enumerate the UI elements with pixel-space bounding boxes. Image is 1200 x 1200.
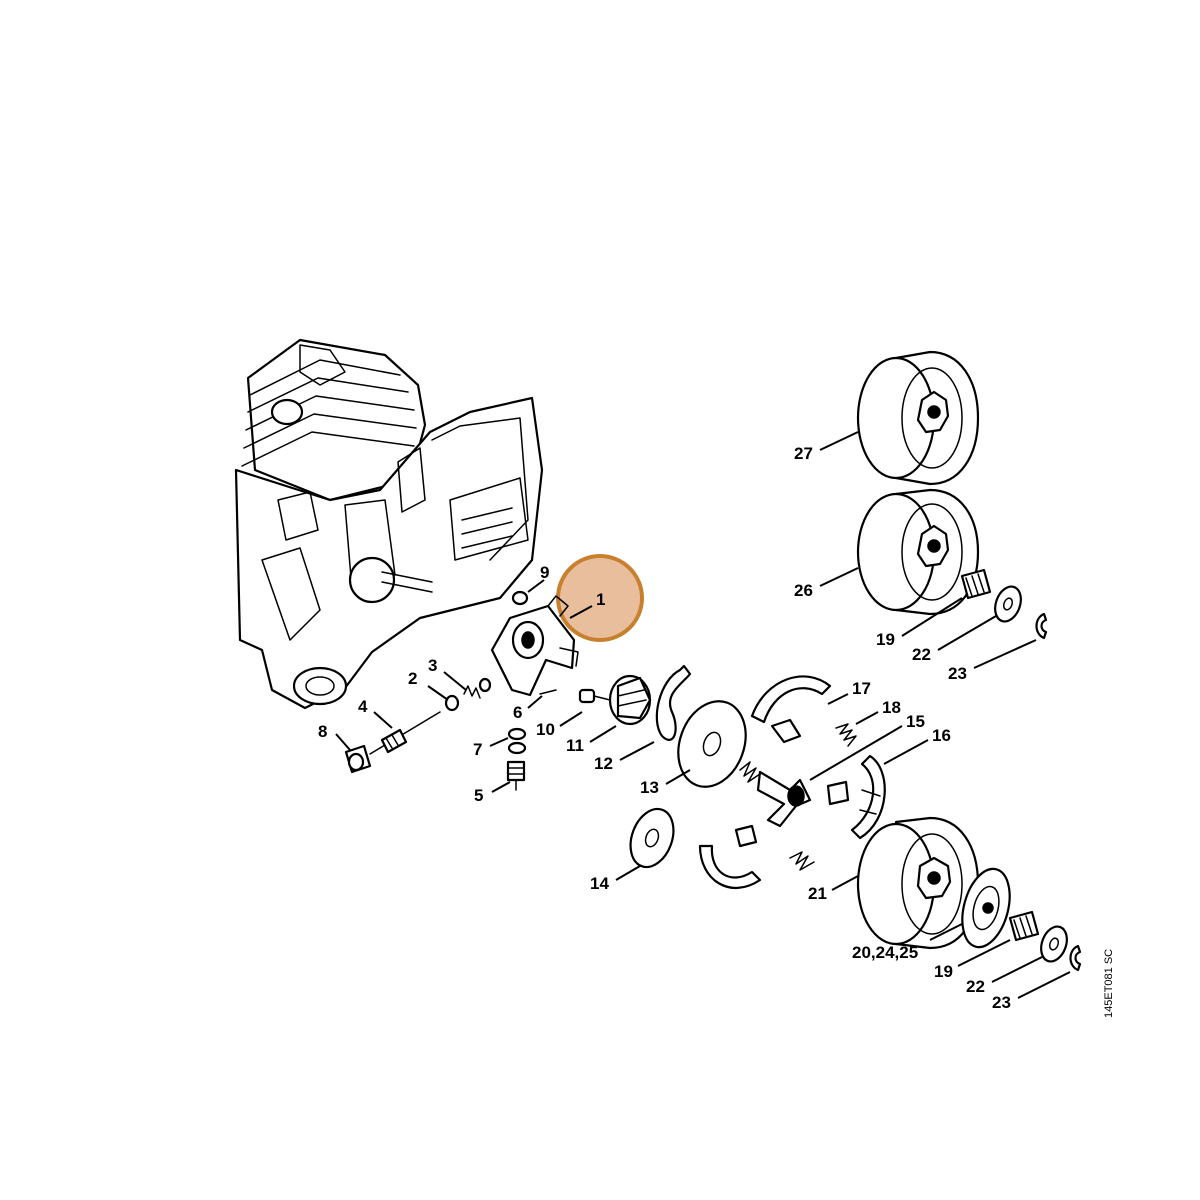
spring-part-lower — [789, 851, 815, 871]
sprocket-drum-26 — [856, 488, 980, 616]
callout-14: 14 — [590, 874, 609, 893]
callout-9: 9 — [540, 563, 549, 582]
callout-20-24-25: 20,24,25 — [852, 943, 918, 962]
e-clip-upper — [1035, 612, 1048, 640]
callout-3: 3 — [428, 656, 437, 675]
callout-6: 6 — [513, 703, 522, 722]
callout-5: 5 — [474, 786, 483, 805]
callout-2: 2 — [408, 669, 417, 688]
callout-18: 18 — [882, 698, 901, 717]
drawing-code: 145ET081 SC — [1103, 949, 1115, 1018]
callout-23-lower: 23 — [992, 993, 1011, 1012]
o-ring-part-2 — [507, 741, 527, 755]
sprocket-drum-27 — [856, 350, 980, 486]
callout-22-upper: 22 — [912, 645, 931, 664]
collar-part — [511, 590, 529, 606]
callout-8: 8 — [318, 722, 327, 741]
clutch-shoe-upper-part — [750, 675, 832, 744]
clutch-spider-part — [756, 770, 850, 828]
callout-15: 15 — [906, 712, 925, 731]
seal-part — [478, 677, 492, 693]
sprocket-drum-21 — [856, 816, 980, 950]
callout-27: 27 — [794, 444, 813, 463]
callout-11: 11 — [566, 736, 584, 755]
callout-19-upper: 19 — [876, 630, 895, 649]
callout-17: 17 — [852, 679, 871, 698]
washer-part — [444, 694, 460, 712]
rim-sprocket-part — [961, 867, 1011, 949]
callout-26: 26 — [794, 581, 813, 600]
clutch-shoe-right-part — [850, 754, 886, 840]
worm-shaft-part — [369, 711, 441, 755]
callout-19-lower: 19 — [934, 962, 953, 981]
spring-part-18 — [835, 723, 857, 747]
callout-21: 21 — [808, 884, 827, 903]
clutch-shoe-lower-part — [698, 824, 762, 890]
pin-part — [539, 689, 557, 695]
callout-1: 1 — [596, 590, 605, 609]
leader-lines — [335, 431, 1071, 999]
washer-22-lower — [1040, 925, 1068, 963]
spring-part-mid — [739, 761, 761, 783]
callout-16: 16 — [932, 726, 951, 745]
e-clip-lower — [1069, 944, 1082, 972]
needle-bearing-upper — [960, 568, 992, 600]
sleeve-part — [344, 744, 372, 774]
needle-bearing-lower — [1008, 910, 1040, 942]
callout-10: 10 — [536, 720, 555, 739]
callout-23-upper: 23 — [948, 664, 967, 683]
engine-housing — [234, 338, 544, 710]
callout-4: 4 — [358, 697, 368, 716]
hub-part — [608, 674, 652, 726]
callout-13: 13 — [640, 778, 659, 797]
callout-labels: 1 9 2 3 4 8 6 7 5 10 11 12 13 14 17 18 1… — [318, 444, 1011, 1012]
spring-part — [463, 685, 481, 699]
washer-22-upper — [994, 585, 1022, 623]
callout-7: 7 — [473, 740, 482, 759]
screw-part — [578, 688, 611, 704]
callout-22-lower: 22 — [966, 977, 985, 996]
oil-pump-part — [490, 595, 579, 697]
o-ring-part — [507, 727, 527, 741]
callout-12: 12 — [594, 754, 613, 773]
adjusting-screw-part — [506, 760, 526, 791]
washer-disc-part — [677, 700, 747, 788]
spring-clip-part — [655, 664, 692, 741]
thin-washer-part — [629, 807, 675, 869]
